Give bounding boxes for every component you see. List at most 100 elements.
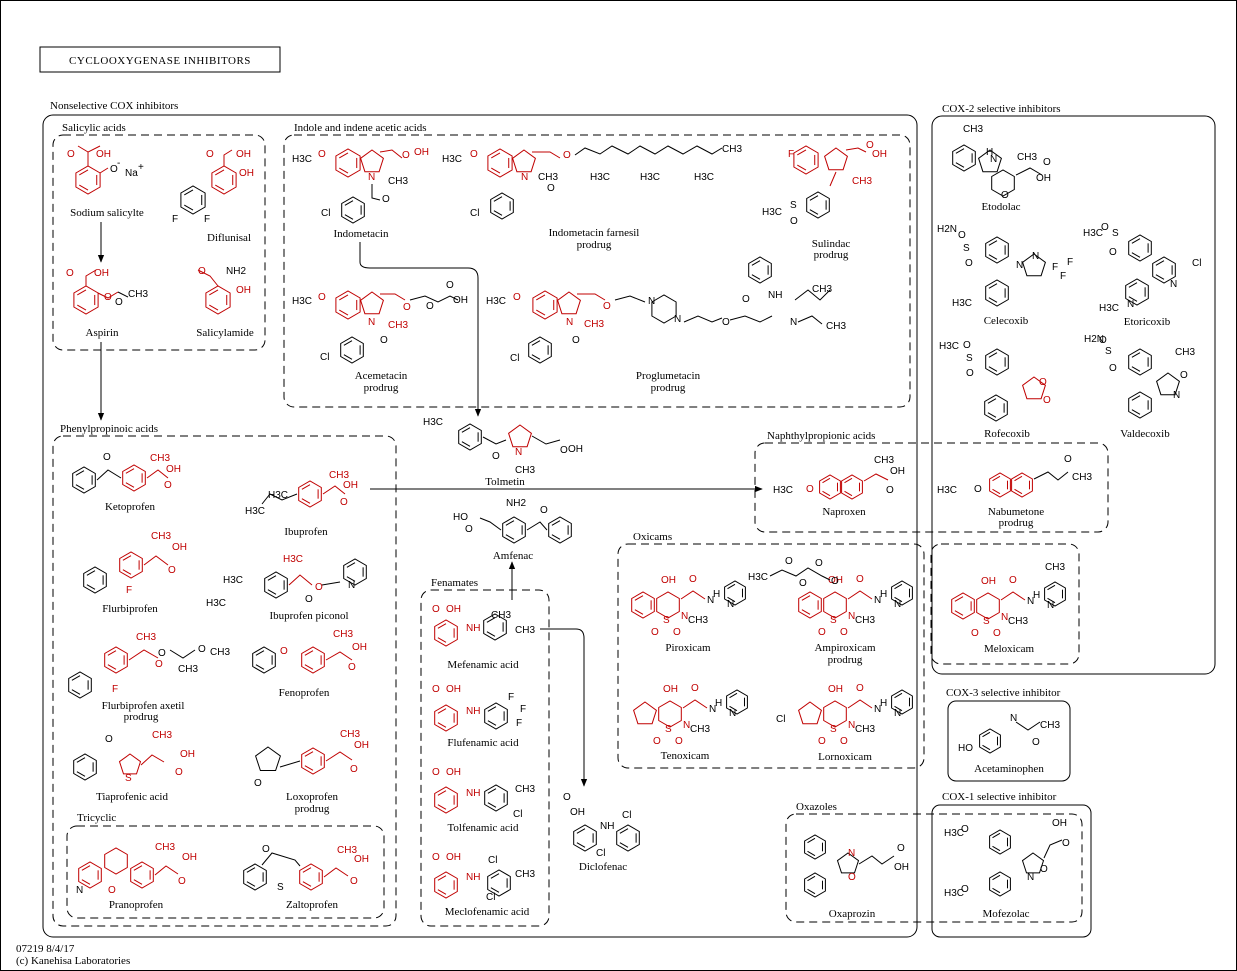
svg-text:CH3: CH3 [388, 320, 408, 331]
svg-text:N: N [368, 317, 375, 328]
svg-text:O: O [432, 604, 440, 615]
svg-text:OH: OH [894, 862, 909, 873]
svg-text:O: O [340, 497, 348, 508]
svg-text:S: S [1105, 346, 1112, 357]
svg-text:S: S [1112, 228, 1119, 239]
svg-text:H: H [880, 589, 887, 600]
svg-text:H3C: H3C [423, 417, 443, 428]
svg-text:N: N [709, 704, 716, 715]
svg-text:NH: NH [768, 290, 782, 301]
svg-text:Cl: Cl [488, 855, 497, 866]
phenylpropinoic-label: Phenylpropinoic acids [60, 423, 158, 435]
svg-text:HO: HO [958, 743, 973, 754]
svg-text:S: S [966, 353, 973, 364]
svg-text:F: F [172, 214, 178, 225]
svg-text:H3C: H3C [292, 296, 312, 307]
label-etoricoxib: Etoricoxib [1124, 316, 1171, 328]
svg-text:S: S [983, 616, 990, 627]
svg-text:O: O [675, 736, 683, 747]
svg-text:F: F [126, 585, 132, 596]
label-tolfenamic: Tolfenamic acid [447, 822, 519, 834]
svg-text:O: O [262, 844, 270, 855]
svg-text:N: N [674, 314, 681, 325]
svg-text:CH3: CH3 [1175, 347, 1195, 358]
svg-text:H: H [986, 147, 993, 158]
svg-text:O: O [402, 150, 410, 161]
label-naproxen: Naproxen [822, 506, 866, 518]
label-sulindac-prodrug: prodrug [814, 249, 849, 261]
svg-text:O: O [318, 292, 326, 303]
svg-text:N: N [1173, 390, 1180, 401]
svg-text:O: O [806, 484, 814, 495]
label-oxaprozin: Oxaprozin [829, 908, 876, 920]
svg-text:CH3: CH3 [388, 176, 408, 187]
svg-text:N: N [707, 595, 714, 606]
svg-text:H3C: H3C [590, 172, 610, 183]
svg-text:N: N [521, 172, 528, 183]
svg-text:N: N [848, 720, 855, 731]
svg-text:H3C: H3C [762, 207, 782, 218]
svg-text:N: N [683, 720, 690, 731]
svg-text:F: F [508, 692, 514, 703]
title-box [39, 46, 281, 73]
svg-text:O: O [673, 627, 681, 638]
svg-text:O: O [1101, 222, 1109, 233]
svg-text:CH3: CH3 [812, 284, 832, 295]
label-meclofenamic: Meclofenamic acid [445, 906, 530, 918]
indole-box [283, 134, 911, 408]
svg-text:O: O [831, 576, 839, 587]
svg-text:O: O [563, 792, 571, 803]
svg-text:H3C: H3C [223, 575, 243, 586]
svg-text:CH3: CH3 [340, 729, 360, 740]
label-nabumetone-prodrug: prodrug [999, 517, 1034, 529]
svg-text:CH3: CH3 [333, 629, 353, 640]
svg-text:O: O [164, 480, 172, 491]
svg-text:N: N [368, 172, 375, 183]
svg-text:H3C: H3C [952, 298, 972, 309]
svg-text:O: O [426, 301, 434, 312]
label-flurbiprofen: Flurbiprofen [102, 603, 158, 615]
label-sulindac: Sulindac [812, 238, 851, 250]
svg-text:NH2: NH2 [506, 498, 526, 509]
svg-text:H3C: H3C [486, 296, 506, 307]
svg-text:N: N [1047, 600, 1054, 611]
svg-text:O: O [651, 627, 659, 638]
svg-text:CH3: CH3 [584, 319, 604, 330]
label-loxoprofen: Loxoprofen [286, 791, 338, 803]
label-mofezolac: Mofezolac [982, 908, 1029, 920]
svg-text:H3C: H3C [206, 598, 226, 609]
svg-text:O: O [403, 302, 411, 313]
label-zaltoprofen: Zaltoprofen [286, 899, 338, 911]
svg-text:Cl: Cl [513, 809, 522, 820]
svg-text:CH3: CH3 [491, 610, 511, 621]
svg-text:O: O [653, 736, 661, 747]
label-ibuprofen: Ibuprofen [284, 526, 328, 538]
svg-text:O: O [840, 627, 848, 638]
svg-text:CH3: CH3 [128, 289, 148, 300]
label-mefenamic: Mefenamic acid [447, 659, 519, 671]
cox1-label: COX-1 selective inhibitor [942, 791, 1057, 803]
svg-text:CH3: CH3 [178, 664, 198, 675]
nonselective-box [42, 114, 918, 938]
phenylpropinoic-box [52, 435, 397, 927]
svg-text:O: O [971, 628, 979, 639]
svg-text:S: S [277, 882, 284, 893]
cox2-label: COX-2 selective inhibitors [942, 103, 1061, 115]
svg-text:H3C: H3C [937, 485, 957, 496]
svg-text:F: F [112, 684, 118, 695]
svg-text:O: O [280, 646, 288, 657]
svg-text:CH3: CH3 [855, 615, 875, 626]
